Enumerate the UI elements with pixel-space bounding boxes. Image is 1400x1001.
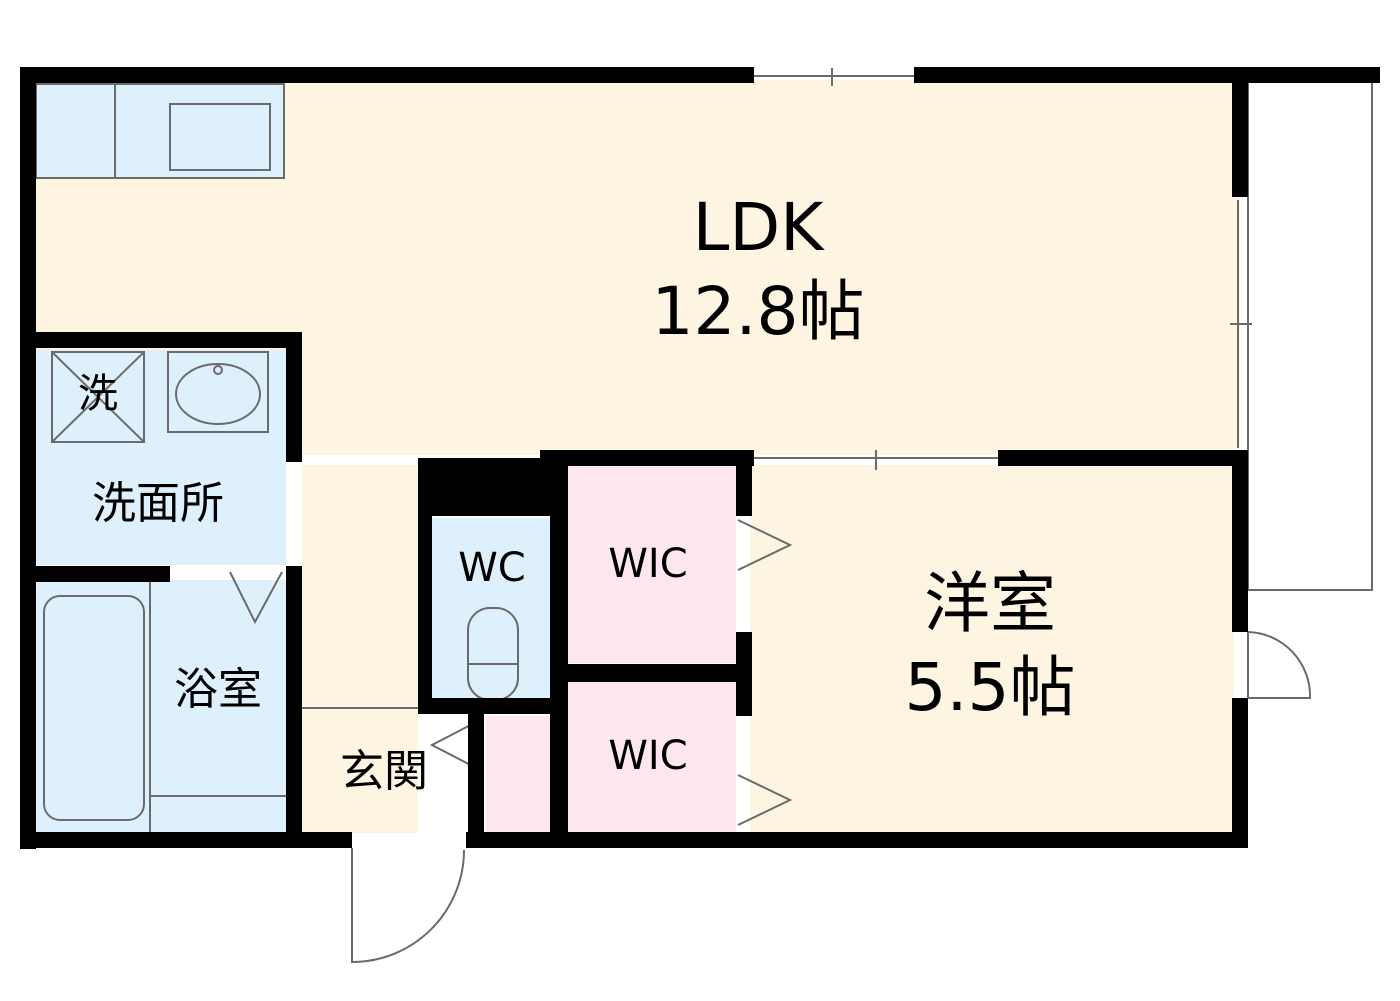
- wash-basin: [167, 351, 269, 433]
- wic2-name: WIC: [608, 733, 687, 779]
- labels: LDK 12.8帖 洋室 5.5帖 洗面所 洗 浴室 玄関 WC WIC WIC: [78, 189, 1075, 797]
- washroom-floor: [36, 350, 286, 565]
- ldk-size: 12.8帖: [652, 273, 865, 350]
- washroom-name: 洗面所: [92, 478, 224, 529]
- entrance-door-swing: [351, 848, 465, 964]
- wic2-door-swing: [737, 774, 793, 826]
- western-name: 洋室: [924, 565, 1056, 642]
- bathroom-floor: [36, 580, 286, 832]
- wic1-name: WIC: [608, 541, 687, 587]
- kitchen-sink: [169, 103, 271, 171]
- floors: [30, 80, 1240, 833]
- wic1-door-swing: [737, 519, 793, 571]
- shoe-closet-floor: [486, 716, 550, 832]
- wic2-floor: [568, 682, 736, 832]
- western-floor: [750, 465, 1234, 833]
- entrance-name: 玄関: [340, 746, 428, 797]
- walls: [20, 67, 1380, 849]
- wic1-floor: [568, 465, 736, 663]
- balcony-door-swing: [1247, 631, 1312, 699]
- bath-door-swing: [229, 571, 283, 625]
- balcony: [1247, 79, 1373, 591]
- bathtub: [43, 595, 145, 821]
- ldk-name: LDK: [693, 189, 826, 266]
- western-size: 5.5帖: [905, 649, 1076, 726]
- bathroom-name: 浴室: [174, 664, 262, 715]
- washer-mark: 洗: [78, 371, 118, 417]
- toilet-name: WC: [458, 545, 525, 591]
- hall-door-swing: [429, 717, 485, 773]
- washer-pan: [51, 351, 145, 443]
- hall-floor: [302, 465, 418, 833]
- fixtures: [43, 68, 1373, 964]
